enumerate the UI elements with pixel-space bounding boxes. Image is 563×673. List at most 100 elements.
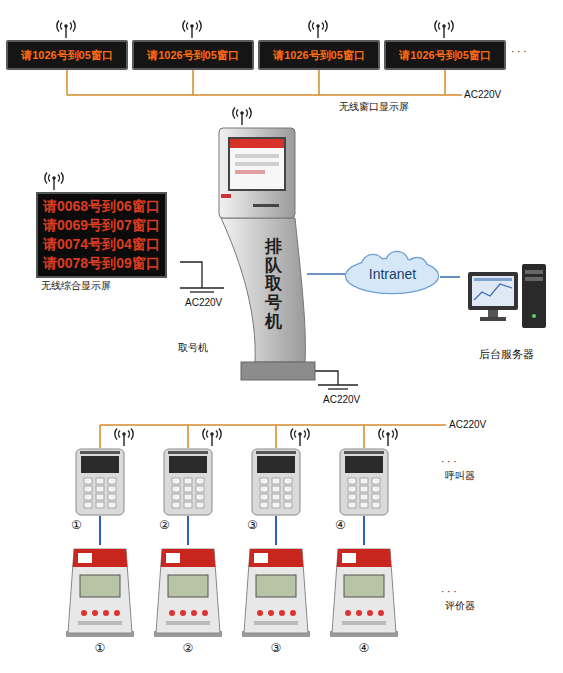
- backend-server-art-part: [468, 272, 518, 310]
- power-wires-part: [66, 70, 68, 95]
- wireless-icons-part: [203, 429, 221, 447]
- backend-server-art-part: [474, 284, 512, 300]
- evaluator-device-art-part-part: [257, 610, 263, 616]
- backend-server-art-part: [474, 278, 512, 281]
- node-text: ④: [326, 641, 402, 655]
- caller-device-art-part-part: [184, 502, 192, 508]
- caller-device-art-part-part: [196, 494, 204, 500]
- ellipsis-mark: · · ·: [440, 586, 458, 598]
- caller-device-art-part-part: [360, 502, 368, 508]
- ellipsis-mark: · · ·: [510, 46, 528, 58]
- evaluator-device: ③: [238, 545, 314, 637]
- power-wires-part: [100, 424, 446, 426]
- evaluator-device-art: [150, 545, 226, 637]
- ground-symbols-part: [180, 262, 202, 288]
- wireless-icons-part: [57, 21, 75, 39]
- device-caption: 呼叫器: [444, 470, 476, 482]
- caller-device-art-part-part: [260, 486, 268, 492]
- caller-device-art-part: [169, 456, 207, 473]
- caller-device-art-part: [252, 449, 300, 515]
- caller-device-art-part: [256, 451, 296, 454]
- power-label: AC220V: [184, 297, 223, 309]
- caller-device-art-part-part: [172, 486, 180, 492]
- summary-display: 请0068号到06窗口请0069号到07窗口请0074号到04窗口请0078号到…: [36, 192, 167, 278]
- caller-device-art-part: [164, 449, 212, 515]
- caller-device-art-part-part: [372, 486, 380, 492]
- evaluator-device-art-part-part: [345, 610, 351, 616]
- evaluator-device-art-part: [342, 621, 386, 625]
- wireless-icons-part: [309, 21, 327, 39]
- caller-device-art-part-part: [108, 486, 116, 492]
- backend-server-art-part: [472, 276, 514, 306]
- evaluator-device: ①: [62, 545, 138, 637]
- node-text: 后台服务器: [479, 347, 534, 362]
- network-cloud-art-part: [346, 252, 438, 293]
- network-link: [363, 516, 365, 545]
- evaluator-device-art-part: [249, 549, 304, 567]
- evaluator-device-art-part-part: [191, 610, 197, 616]
- caller-device-art-part: [340, 449, 388, 515]
- caller-device-art-part-part: [84, 486, 92, 492]
- evaluator-device-art-part: [244, 549, 308, 633]
- ticket-kiosk-art-part: [235, 170, 265, 174]
- evaluator-device-art-part: [169, 610, 208, 616]
- network-link: [187, 516, 189, 545]
- wireless-icons-part: [435, 21, 453, 39]
- caller-device-art-part-part: [260, 502, 268, 508]
- network-cloud: Intranet: [345, 252, 440, 296]
- power-wires-part: [187, 425, 189, 448]
- power-wires-part: [363, 425, 365, 448]
- caller-device-art-part-part: [284, 502, 292, 508]
- node-text: 请0068号到06窗口: [43, 197, 160, 216]
- caller-device-art-part-part: [184, 486, 192, 492]
- power-wires-part: [318, 70, 320, 95]
- evaluator-device-art-part: [78, 553, 92, 563]
- window-display: 请1026号到05窗口: [258, 40, 380, 70]
- node-text: ②: [159, 518, 173, 532]
- wireless-icons-part: [115, 429, 133, 447]
- node-text: 请1026号到05窗口: [147, 48, 239, 63]
- wireless-icons-part: [379, 429, 397, 447]
- wireless-icons-part: [233, 108, 251, 126]
- node-text: ④: [335, 518, 349, 532]
- caller-device-art-part: [80, 451, 120, 454]
- network-link: [440, 276, 460, 278]
- wireless-icons-part: [291, 429, 309, 447]
- evaluator-device-art-part-part: [367, 610, 373, 616]
- network-cloud-art-part: [346, 252, 438, 293]
- caller-device-art-part-part: [360, 494, 368, 500]
- caller-device-art-part-part: [360, 478, 368, 484]
- node-text: 请1026号到05窗口: [399, 48, 491, 63]
- node-text: 请0069号到07窗口: [43, 216, 160, 235]
- evaluator-device-art-part-part: [180, 610, 186, 616]
- caller-device-art-part-part: [84, 502, 92, 508]
- ticket-kiosk-art-part: [229, 138, 285, 190]
- caller-device-art-part-part: [284, 486, 292, 492]
- caller-device: ③: [251, 448, 301, 516]
- ground-symbols-part: [318, 384, 358, 385]
- node-text: ③: [247, 518, 261, 532]
- power-label: AC220V: [322, 394, 361, 406]
- evaluator-device-art-part: [168, 575, 208, 597]
- caller-device-art-part-part: [196, 502, 204, 508]
- power-wires-part: [67, 94, 462, 96]
- power-label: AC220V: [463, 89, 502, 101]
- backend-server-art-part: [488, 310, 498, 317]
- ticket-kiosk-art-part: [230, 139, 284, 148]
- caller-device-art-part-part: [96, 478, 104, 484]
- ticket-kiosk-art-part: [235, 162, 279, 166]
- power-wires-part: [444, 70, 446, 95]
- power-wires-part: [275, 425, 277, 448]
- caller-device-art-part-part: [372, 494, 380, 500]
- caller-device-art-part-part: [348, 478, 356, 484]
- node-text: ①: [62, 641, 138, 655]
- caller-device-art-part-part: [260, 478, 268, 484]
- caller-device-art-part-part: [272, 494, 280, 500]
- caller-device-art-part-part: [172, 494, 180, 500]
- caller-device-art-part-part: [348, 502, 356, 508]
- ticket-kiosk-art-part: [241, 362, 315, 380]
- caller-device-art-part-part: [284, 478, 292, 484]
- evaluator-device-art-part: [166, 553, 180, 563]
- caller-device-art-part: [260, 478, 292, 508]
- evaluator-device-art-part: [68, 549, 132, 633]
